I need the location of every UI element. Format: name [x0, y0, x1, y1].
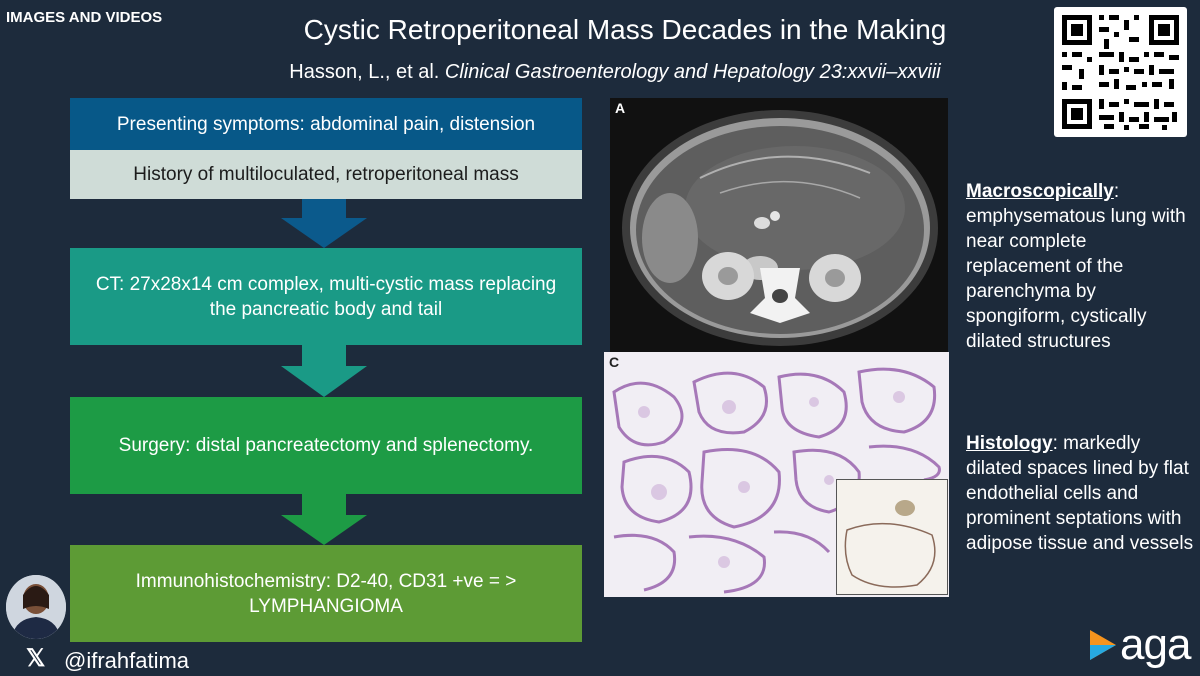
x-logo-icon[interactable]: 𝕏 [26, 645, 46, 672]
flow-step-symptoms: Presenting symptoms: abdominal pain, dis… [70, 98, 582, 150]
aga-arrow-icon [1090, 630, 1116, 660]
flow-step-history-text: History of multiloculated, retroperitone… [133, 164, 519, 185]
macroscopic-findings: Macroscopically: emphysematous lung with… [966, 181, 1186, 352]
citation-journal: Clinical Gastroenterology and Hepatology… [444, 61, 941, 83]
ct-panel-label: A [615, 100, 626, 116]
flow-step-symptoms-text: Presenting symptoms: abdominal pain, dis… [116, 113, 536, 135]
flow-step-surgery-text: Surgery: distal pancreatectomy and splen… [118, 435, 534, 456]
flow-step-surgery: Surgery: distal pancreatectomy and splen… [70, 397, 582, 494]
aga-logo: aga [1090, 620, 1191, 670]
flow-step-diagnosis-line2: LYMPHANGIOMA [249, 595, 403, 617]
citation-authors: Hasson, L., et al. [289, 61, 440, 83]
qr-code[interactable] [1054, 7, 1187, 137]
section-tag: IMAGES AND VIDEOS [6, 9, 163, 26]
flow-step-diagnosis-line1: Immunohistochemistry: D2-40, CD31 +ve = … [135, 570, 517, 592]
avatar-graphic [6, 575, 66, 639]
flow-step-ct-text: CT: 27x28x14 cm complex, multi-cystic ma… [95, 273, 557, 320]
ct-scan-graphic [622, 110, 938, 346]
citation: Hasson, L., et al. Clinical Gastroentero… [120, 61, 1110, 84]
histology-text: markedly dilated spaces lined by flat en… [966, 433, 1194, 554]
flow-step-diagnosis: Immunohistochemistry: D2-40, CD31 +ve = … [70, 545, 582, 642]
ct-scan-image[interactable]: A [610, 98, 948, 352]
histology-image[interactable]: C [604, 352, 949, 597]
down-arrow-icon [281, 345, 367, 397]
histology-panel-label: C [609, 354, 620, 370]
down-arrow-icon [281, 199, 367, 248]
macroscopic-text: emphysematous lung with near complete re… [966, 206, 1186, 352]
aga-logo-text: aga [1120, 620, 1191, 669]
page-title: Cystic Retroperitoneal Mass Decades in t… [303, 14, 947, 45]
histology-inset-image [836, 479, 948, 595]
down-arrow-icon [281, 494, 367, 545]
qr-code-graphic [1062, 15, 1179, 130]
flow-step-ct: CT: 27x28x14 cm complex, multi-cystic ma… [70, 248, 582, 345]
inset-graphic [844, 500, 936, 588]
author-avatar[interactable] [6, 575, 66, 639]
flow-step-history: History of multiloculated, retroperitone… [70, 150, 582, 199]
macroscopic-heading: Macroscopically [966, 181, 1114, 202]
histology-heading: Histology [966, 433, 1053, 454]
author-handle[interactable]: @ifrahfatima [64, 648, 190, 673]
histology-findings: Histology: markedly dilated spaces lined… [966, 433, 1194, 554]
